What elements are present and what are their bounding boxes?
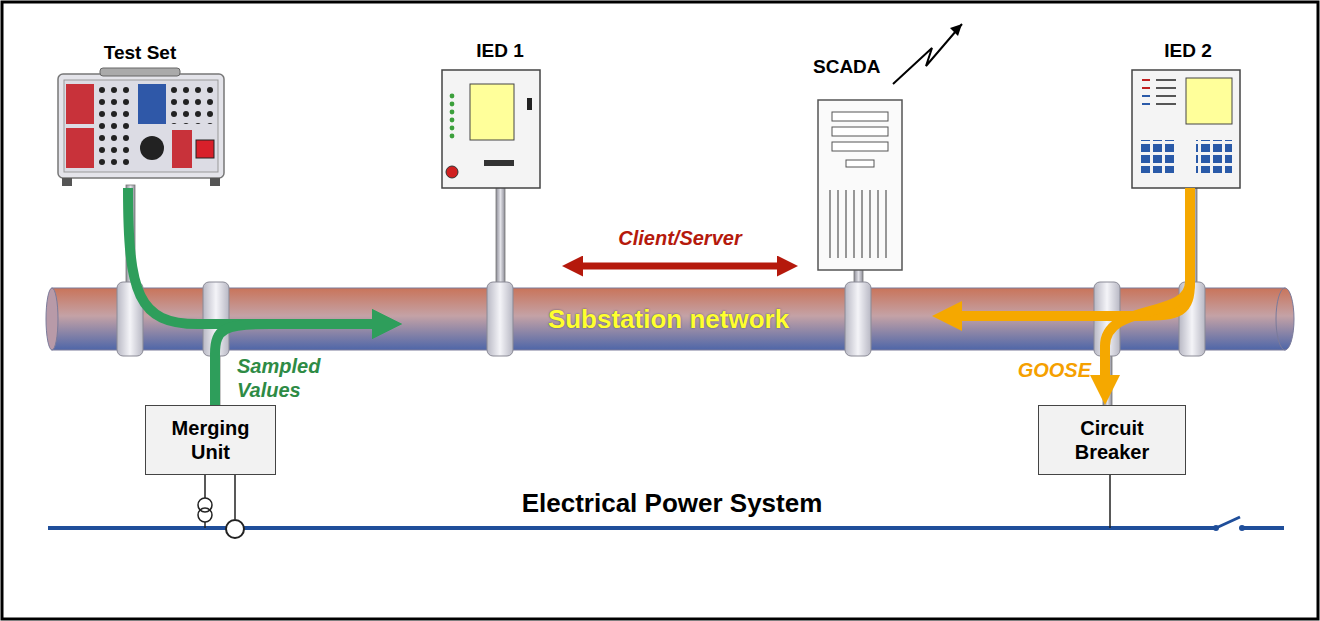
flow-label: GOOSE: [1018, 358, 1091, 382]
device-label: SCADA: [798, 56, 917, 78]
system-label: Electrical Power System: [522, 488, 823, 519]
device-label: IED 1: [438, 40, 562, 62]
ied-device: IED 2: [1126, 40, 1250, 192]
flow-label: Client/Server: [618, 226, 741, 250]
device-label: IED 2: [1126, 40, 1250, 62]
flow-arrow: [128, 188, 380, 324]
flow-arrow: [215, 324, 380, 405]
network-name: Substation network: [548, 304, 789, 335]
flow-arrow: [955, 188, 1191, 316]
scada-server: SCADA: [798, 56, 917, 288]
circuit-breaker-box: Circuit Breaker: [1038, 405, 1186, 475]
box-label: Circuit Breaker: [1045, 416, 1179, 464]
network-band: Substation network: [52, 288, 1285, 350]
device-label: Test Set: [48, 42, 232, 64]
merging-unit-box: Merging Unit: [145, 405, 276, 475]
flow-arrow: [1105, 188, 1190, 383]
test-set-device: Test Set: [48, 42, 232, 192]
flow-arrow: [578, 263, 783, 270]
flow-label: Sampled Values: [237, 354, 357, 402]
box-label: Merging Unit: [152, 416, 269, 464]
ied-device: IED 1: [438, 40, 562, 288]
